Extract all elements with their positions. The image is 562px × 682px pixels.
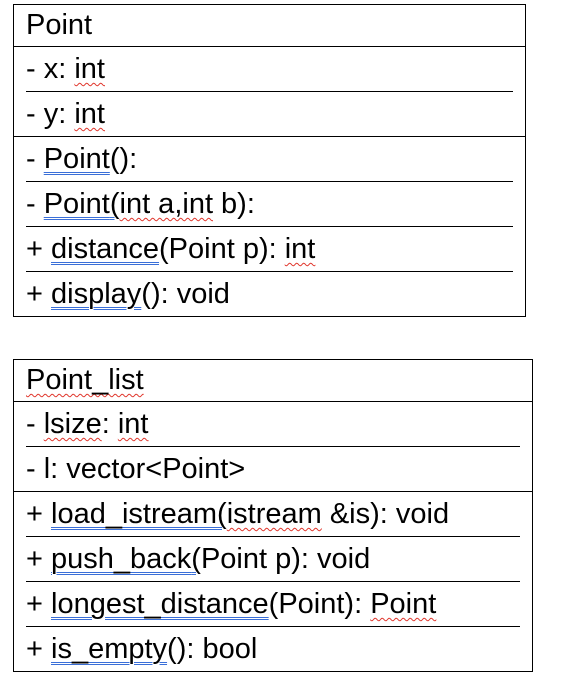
visibility-marker: +	[26, 498, 51, 530]
class-name-section: Point_list	[14, 360, 532, 402]
attribute-row: - y: int	[26, 92, 513, 136]
method-name: distance	[51, 233, 160, 265]
visibility-marker: -	[26, 143, 44, 175]
method-signature: b):	[213, 188, 255, 220]
attributes-section: - lsize: int - l: vector<Point>	[14, 402, 532, 491]
class-name-section: Point	[14, 5, 525, 47]
class-name-text: Point_list	[26, 364, 144, 396]
uml-class-point: Point - x: int - y: int - Point(): - Poi…	[13, 4, 526, 317]
method-params: istream	[226, 498, 322, 530]
method-paren: (	[191, 543, 201, 575]
visibility-marker: +	[26, 233, 51, 265]
method-params: int a,int	[119, 188, 214, 220]
method-name: is_empty	[51, 633, 168, 665]
method-row: + load_istream(istream &is): void	[26, 492, 520, 537]
method-paren: (	[217, 498, 227, 530]
method-name: push_back	[51, 543, 192, 575]
method-row: + longest_distance(Point): Point	[26, 582, 520, 627]
attribute-name: y	[43, 98, 59, 130]
attribute-name: lsize	[43, 408, 102, 440]
visibility-marker: +	[26, 588, 51, 620]
attributes-section: - x: int - y: int	[14, 47, 525, 136]
visibility-marker: -	[26, 408, 44, 440]
uml-class-point-list: Point_list - lsize: int - l: vector<Poin…	[13, 359, 533, 672]
visibility-marker: +	[26, 633, 51, 665]
method-row: - Point(int a,int b):	[26, 182, 513, 227]
attribute-type: vector<Point>	[66, 453, 246, 485]
method-row: - Point():	[26, 137, 513, 182]
separator: :	[50, 453, 67, 485]
visibility-marker: +	[26, 543, 51, 575]
method-row: + display(): void	[26, 272, 513, 316]
method-name: display	[51, 278, 142, 310]
methods-section: - Point(): - Point(int a,int b): + dista…	[14, 136, 525, 316]
method-row: + distance(Point p): int	[26, 227, 513, 272]
class-name-text: Point	[26, 9, 93, 41]
attribute-type: int	[74, 53, 105, 85]
attribute-name: x	[43, 53, 59, 85]
method-return-type: int	[284, 233, 316, 265]
separator: :	[58, 98, 75, 130]
attribute-name: l	[43, 453, 51, 485]
method-signature: ():	[109, 143, 138, 175]
visibility-marker: +	[26, 278, 51, 310]
method-params: (Point):	[268, 588, 371, 620]
method-signature: &is): void	[321, 498, 450, 530]
method-signature: (): bool	[167, 633, 258, 665]
method-name: load_istream	[51, 498, 218, 530]
method-params: Point p): void	[200, 543, 371, 575]
attribute-type: int	[74, 98, 105, 130]
attribute-row: - lsize: int	[26, 402, 520, 447]
attribute-type: int	[117, 408, 149, 440]
method-row: + push_back(Point p): void	[26, 537, 520, 582]
visibility-marker: -	[26, 453, 44, 485]
class-name: Point	[26, 5, 513, 46]
separator: :	[101, 408, 118, 440]
method-row: + is_empty(): bool	[26, 627, 520, 671]
method-signature: (): void	[141, 278, 230, 310]
attribute-row: - l: vector<Point>	[26, 447, 520, 491]
attribute-row: - x: int	[26, 47, 513, 92]
separator: :	[58, 53, 75, 85]
method-params: (Point p):	[159, 233, 285, 265]
method-paren: (	[109, 188, 120, 220]
class-name: Point_list	[26, 360, 520, 401]
method-return-type: Point	[370, 588, 437, 620]
method-name: Point	[43, 188, 110, 220]
method-name: Point	[43, 143, 110, 175]
visibility-marker: -	[26, 53, 44, 85]
visibility-marker: -	[26, 188, 44, 220]
methods-section: + load_istream(istream &is): void + push…	[14, 491, 532, 671]
visibility-marker: -	[26, 98, 44, 130]
method-name: longest_distance	[51, 588, 269, 620]
